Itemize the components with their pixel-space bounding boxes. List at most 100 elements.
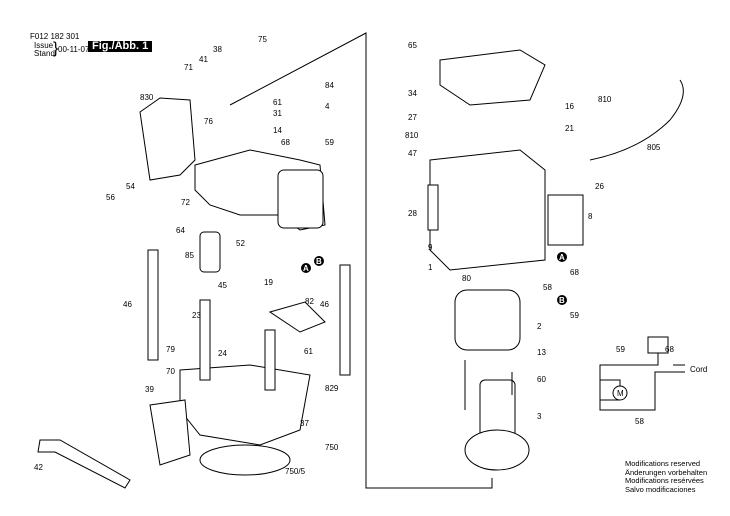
part-label-61: 61 (273, 98, 282, 107)
note-line: Modifications resérvées (625, 476, 704, 485)
part-label-70: 70 (166, 367, 175, 376)
part-label-39: 39 (145, 385, 154, 394)
wiring-label-68: 68 (665, 345, 674, 354)
part-label-750-5: 750/5 (285, 467, 306, 476)
chip-guard (149, 399, 191, 466)
wiring-label-cord: Cord (690, 365, 707, 374)
part-label-B: B (316, 257, 322, 266)
part-label-31: 31 (273, 109, 282, 118)
power-cord (589, 79, 684, 161)
fan (464, 429, 530, 471)
part-label-750: 750 (325, 443, 339, 452)
nameplate (427, 184, 439, 231)
part-label-65: 65 (408, 41, 417, 50)
note-line: Änderungen vorbehalten (625, 467, 708, 477)
part-label-68: 68 (281, 138, 290, 147)
part-label-2: 2 (537, 322, 542, 331)
part-label-830: 830 (140, 93, 154, 102)
column-right (264, 329, 276, 391)
connector-a-marker (557, 252, 567, 262)
stand-label: Stand (34, 49, 55, 58)
part-label-26: 26 (595, 182, 604, 191)
motor-cover (439, 49, 546, 106)
part-label-810: 810 (598, 95, 612, 104)
part-label-82: 82 (305, 297, 314, 306)
part-label-72: 72 (181, 198, 190, 207)
note-line: Modifications reserved (625, 459, 701, 468)
housing-cap (139, 97, 196, 181)
part-label-59: 59 (325, 138, 334, 147)
motor-housing (429, 149, 546, 271)
part-label-84: 84 (325, 81, 334, 90)
issue-date: 00-11-07 (58, 45, 90, 54)
part-label-58: 58 (543, 283, 552, 292)
part-label-23: 23 (192, 311, 201, 320)
part-label-A: A (303, 264, 309, 273)
part-label-56: 56 (106, 193, 115, 202)
part-label-21: 21 (565, 124, 574, 133)
part-label-805: 805 (647, 143, 661, 152)
part-label-13: 13 (537, 348, 546, 357)
brace: } (53, 40, 59, 57)
spring-right (339, 264, 351, 376)
part-label-4: 4 (325, 102, 330, 111)
connector-a-marker (301, 263, 311, 273)
sleeve (199, 231, 221, 273)
part-label-54: 54 (126, 182, 135, 191)
part-label-9: 9 (428, 243, 433, 252)
spring-left (147, 249, 159, 361)
part-label-46: 46 (320, 300, 329, 309)
part-label-59: 59 (570, 311, 579, 320)
connector-b-marker (557, 295, 567, 305)
motor-symbol: M (617, 389, 624, 398)
part-label-810: 810 (405, 131, 419, 140)
part-label-60: 60 (537, 375, 546, 384)
part-label-52: 52 (236, 239, 245, 248)
part-label-34: 34 (408, 89, 417, 98)
figure-label: Fig./Abb. 1 (88, 41, 153, 52)
base-plate (199, 444, 291, 476)
part-label-64: 64 (176, 226, 185, 235)
part-label-14: 14 (273, 126, 282, 135)
part-label-38: 38 (213, 45, 222, 54)
modifications-note: Modifications reserved Änderungen vorbeh… (625, 459, 708, 494)
part-label-47: 47 (408, 149, 417, 158)
part-label-68: 68 (570, 268, 579, 277)
part-label-28: 28 (408, 209, 417, 218)
drawing-number: F012 182 301 (30, 32, 80, 41)
wiring-diagram-lines (599, 336, 685, 411)
note-line: Salvo modificaciones (625, 484, 696, 494)
part-label-24: 24 (218, 349, 227, 358)
part-label-37: 37 (300, 419, 309, 428)
part-label-8: 8 (588, 212, 593, 221)
part-label-46: 46 (123, 300, 132, 309)
group-frame (229, 32, 493, 489)
part-label-B: B (559, 296, 565, 305)
part-label-829: 829 (325, 384, 339, 393)
handle-grip (277, 169, 324, 229)
part-label-76: 76 (204, 117, 213, 126)
part-label-61: 61 (304, 347, 313, 356)
column-left (199, 299, 211, 381)
part-label-71: 71 (184, 63, 193, 72)
field-coil (454, 289, 521, 351)
part-label-42: 42 (34, 463, 43, 472)
part-label-80: 80 (462, 274, 471, 283)
part-label-41: 41 (199, 55, 208, 64)
connector-b-marker (314, 256, 324, 266)
wiring-label-58: 58 (635, 417, 644, 426)
part-label-75: 75 (258, 35, 267, 44)
part-label-45: 45 (218, 281, 227, 290)
part-label-27: 27 (408, 113, 417, 122)
issue-label: Issue (34, 41, 54, 50)
label-plate (547, 194, 584, 246)
wiring-label-59: 59 (616, 345, 625, 354)
part-label-1: 1 (428, 263, 433, 272)
part-label-79: 79 (166, 345, 175, 354)
template-guide (268, 301, 326, 333)
part-label-3: 3 (537, 412, 542, 421)
part-label-16: 16 (565, 102, 574, 111)
part-label-85: 85 (185, 251, 194, 260)
